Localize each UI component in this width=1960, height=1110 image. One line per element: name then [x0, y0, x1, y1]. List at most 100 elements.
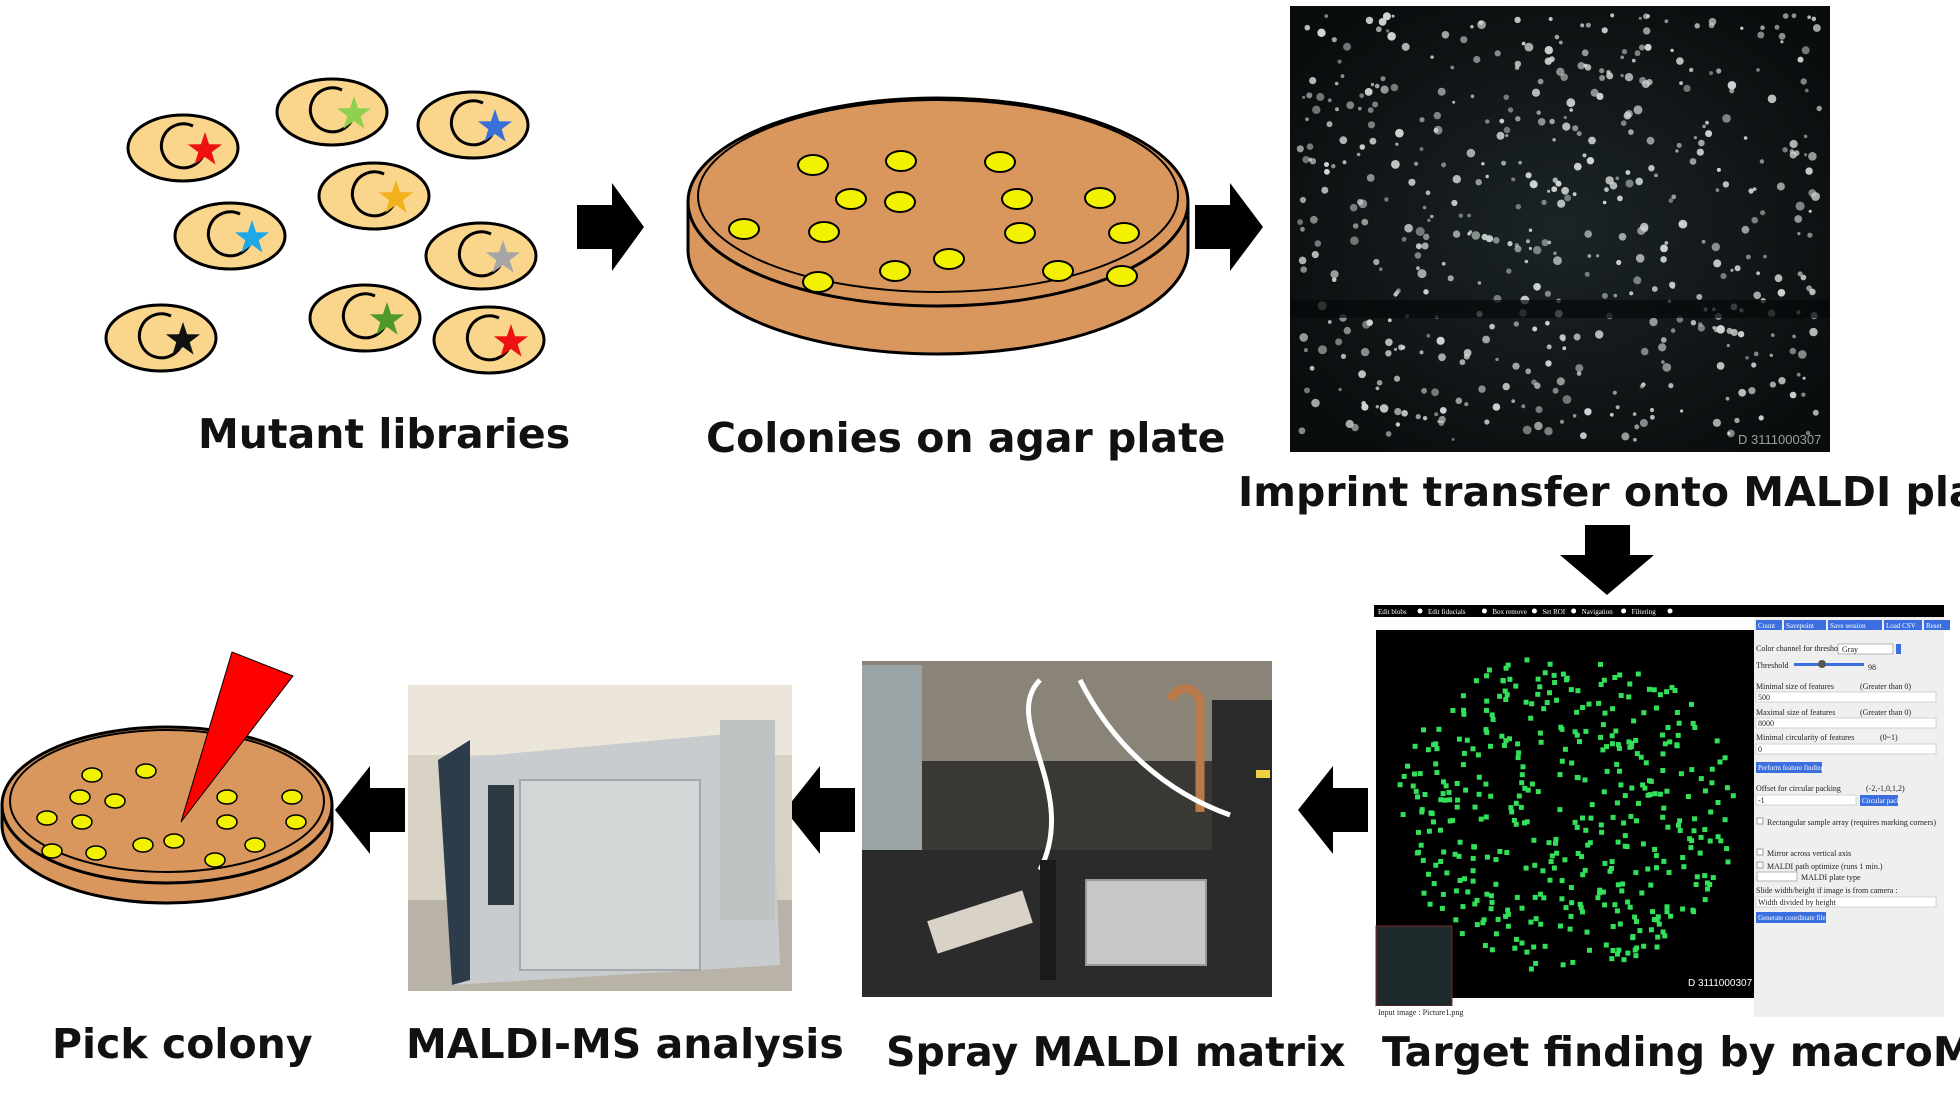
mode-option[interactable]: Box remove — [1492, 608, 1526, 616]
perform-feature-finding-button[interactable] — [1756, 762, 1822, 773]
colony — [69, 789, 91, 805]
imprint-spot — [1340, 353, 1347, 359]
detected-blob — [1417, 771, 1423, 777]
colony — [104, 793, 126, 809]
imprint-spot — [1404, 223, 1413, 233]
imprint-spot — [1452, 175, 1462, 184]
imprint-spot — [1391, 160, 1400, 169]
toolbar-button[interactable] — [1884, 620, 1922, 630]
detected-blob — [1532, 862, 1538, 868]
imprint-spot — [1635, 177, 1643, 186]
detected-blob — [1439, 905, 1445, 911]
imprint-spot — [1716, 68, 1722, 74]
threshold-slider[interactable] — [1794, 663, 1864, 666]
imprint-spot — [1753, 291, 1761, 300]
slide-input[interactable] — [1755, 896, 1937, 908]
detected-blob — [1474, 897, 1480, 903]
plate-type-select[interactable] — [1756, 871, 1798, 882]
colony — [1108, 222, 1140, 244]
imprint-spot — [1676, 57, 1684, 65]
imprint-spot — [1741, 225, 1750, 234]
min-size-input[interactable] — [1755, 691, 1937, 703]
imprint-spot — [1350, 236, 1359, 245]
imprint-spot — [1370, 82, 1375, 87]
toolbar-button[interactable] — [1756, 620, 1782, 630]
detected-blob — [1503, 665, 1509, 671]
imprint-spot — [1545, 360, 1552, 367]
offset-input[interactable] — [1755, 794, 1857, 806]
detected-blob — [1586, 701, 1592, 707]
toolbar-button[interactable] — [1924, 620, 1950, 630]
max-size-input[interactable] — [1755, 717, 1937, 729]
min-circularity-input[interactable] — [1755, 743, 1937, 755]
threshold-slider-thumb[interactable] — [1818, 660, 1826, 668]
toolbar-button[interactable] — [1828, 620, 1882, 630]
mirror-checkbox[interactable] — [1756, 848, 1764, 856]
mode-option[interactable]: Navigation — [1582, 608, 1614, 616]
detected-blob — [1627, 681, 1633, 687]
detected-blob — [1470, 868, 1476, 874]
detected-blob — [1472, 804, 1478, 810]
mode-option[interactable]: Edit fiducials — [1428, 608, 1466, 616]
imprint-spot — [1743, 136, 1748, 140]
imprint-spot — [1385, 350, 1392, 357]
detected-blob — [1465, 889, 1471, 895]
detected-blob — [1654, 944, 1660, 950]
detected-blob — [1430, 819, 1436, 825]
detected-blob — [1418, 842, 1424, 848]
imprint-spot — [1437, 87, 1446, 96]
detected-blob — [1416, 849, 1421, 855]
detected-blob — [1535, 676, 1541, 682]
mode-option[interactable]: Set ROI — [1542, 608, 1565, 616]
detected-blob — [1577, 901, 1583, 907]
imprint-spot — [1796, 372, 1801, 377]
circular-pack-button[interactable] — [1860, 795, 1898, 806]
detected-blob — [1601, 789, 1607, 795]
toolbar-button[interactable] — [1784, 620, 1826, 630]
color-channel-select[interactable] — [1837, 643, 1894, 655]
detected-blob — [1662, 933, 1668, 939]
imprint-spot — [1576, 131, 1582, 137]
imprint-spot — [1451, 199, 1458, 207]
mode-radio[interactable] — [1621, 608, 1627, 614]
imprint-spot — [1808, 209, 1812, 213]
imprint-spot — [1534, 421, 1543, 431]
imprint-spot — [1664, 241, 1669, 245]
generate-coordinate-button[interactable] — [1756, 912, 1826, 923]
imprint-spot — [1505, 134, 1509, 138]
mode-radio[interactable] — [1531, 608, 1537, 614]
imprint-spot — [1304, 24, 1311, 31]
max-size-hint: (Greater than 0) — [1860, 708, 1911, 717]
mode-radio[interactable] — [1481, 608, 1487, 614]
mode-option[interactable]: Edit blobs — [1378, 608, 1407, 616]
color-channel-button[interactable] — [1896, 644, 1901, 654]
imprint-spot — [1441, 31, 1450, 39]
mode-radio[interactable] — [1417, 608, 1423, 614]
imprint-spot — [1798, 350, 1807, 359]
detected-blob — [1422, 792, 1428, 797]
detected-blob — [1456, 853, 1462, 859]
detected-blob — [1547, 877, 1553, 883]
imprint-spot — [1314, 240, 1322, 247]
imprint-spot — [1553, 251, 1557, 256]
imprint-spot — [1633, 105, 1643, 115]
imprint-spot — [1439, 407, 1447, 414]
detected-blob — [1634, 751, 1640, 757]
detected-blob — [1638, 754, 1644, 760]
mode-option[interactable]: Filtering — [1632, 608, 1657, 616]
mode-radio[interactable] — [1571, 608, 1577, 614]
path-optimize-checkbox[interactable] — [1756, 861, 1764, 869]
detected-blob — [1676, 822, 1681, 828]
mode-radio[interactable] — [1667, 608, 1673, 614]
imprint-spot — [1450, 65, 1455, 70]
rect-array-checkbox[interactable] — [1756, 817, 1764, 825]
imprint-spot — [1590, 88, 1599, 97]
detected-blob — [1730, 793, 1736, 799]
imprint-spot — [1346, 101, 1355, 110]
imprint-spot — [1507, 241, 1513, 247]
imprint-spot — [1633, 437, 1637, 442]
detected-blob — [1637, 928, 1643, 934]
spray-setup-photo — [862, 661, 1272, 997]
imprint-spot — [1417, 269, 1427, 279]
detected-blob — [1528, 966, 1534, 972]
